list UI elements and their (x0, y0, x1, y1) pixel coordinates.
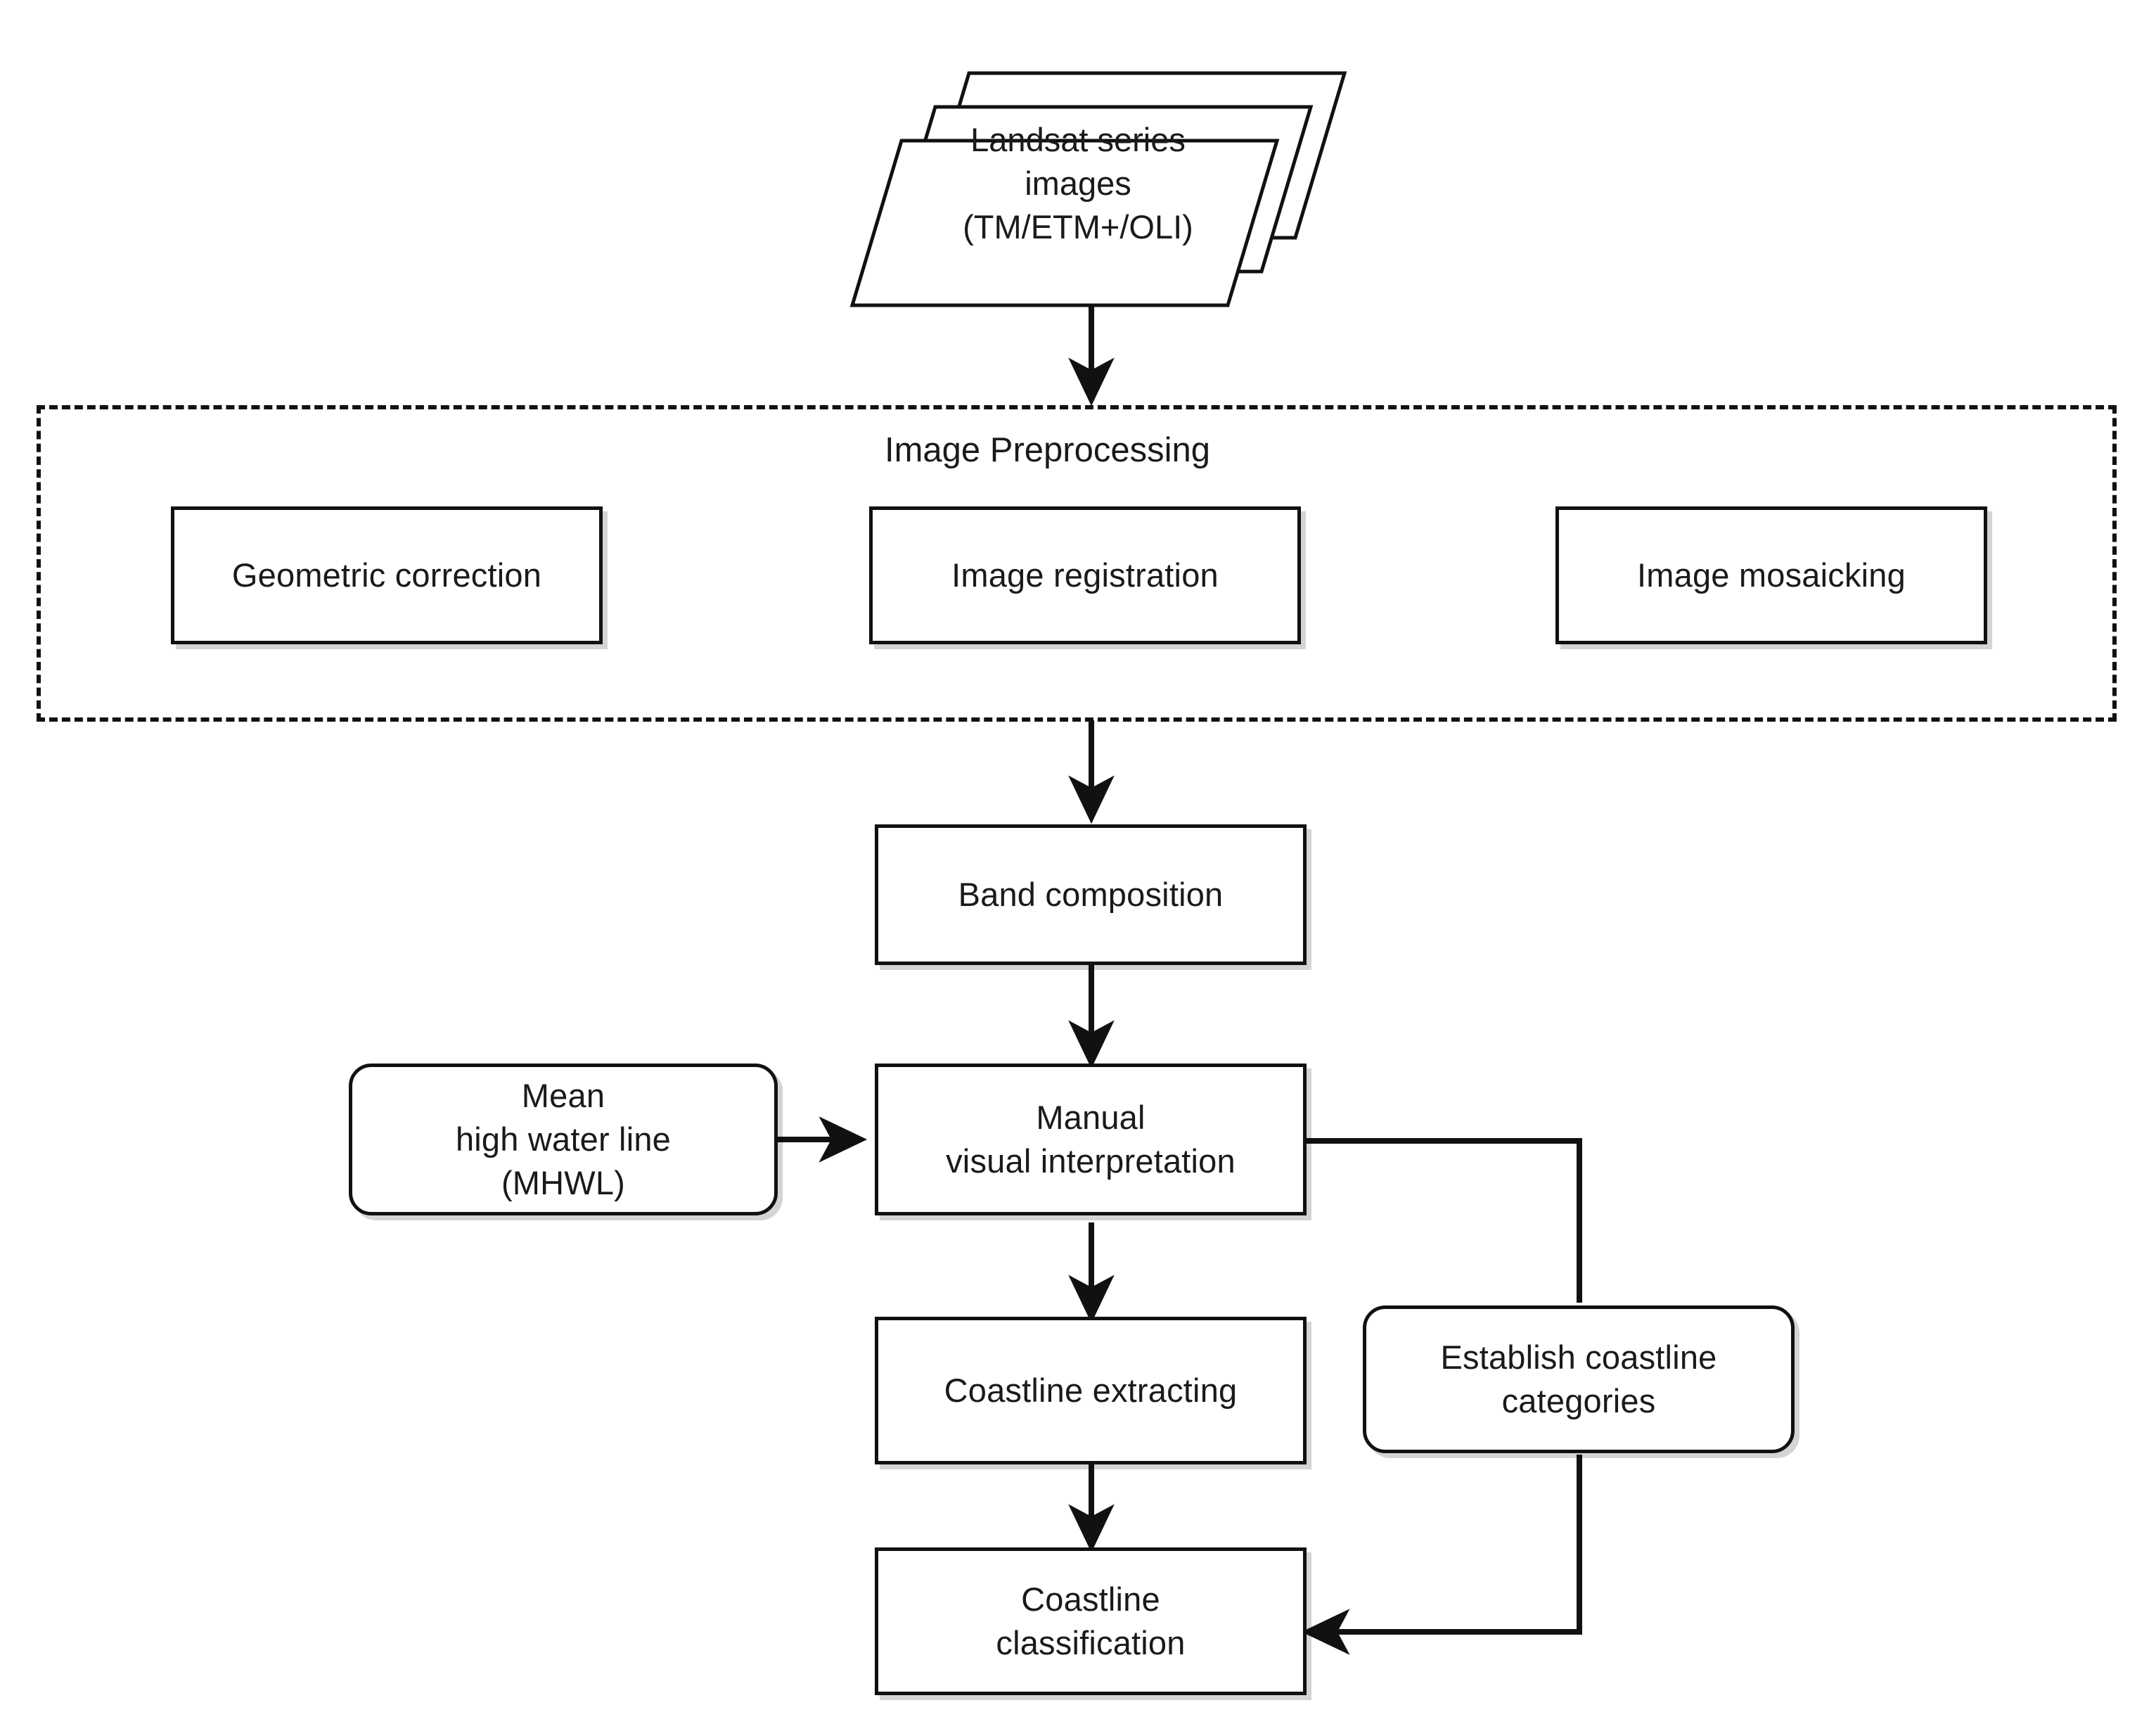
image-preprocessing-group (37, 405, 2117, 722)
band-composition-box[interactable]: Band composition (875, 824, 1307, 965)
landsat-source-label: Landsat series images (TM/ETM+/OLI) (963, 121, 1193, 246)
coastline-extracting-label: Coastline extracting (944, 1371, 1238, 1409)
preprocessing-box-image-mosaicking[interactable]: Image mosaicking (1555, 506, 1987, 644)
landsat-source-stack[interactable] (849, 6, 1349, 315)
preprocessing-box-label: Image registration (951, 556, 1219, 594)
wire-manual-to-categories (1307, 1138, 1582, 1303)
parallelogram-front (849, 139, 1280, 307)
manual-visual-interpretation-label: Manual visual interpretation (946, 1098, 1236, 1180)
establish-coastline-categories-label: Establish coastline categories (1440, 1338, 1717, 1419)
wire-categories-to-classification (1301, 1455, 1582, 1655)
preprocessing-box-geometric-correction[interactable]: Geometric correction (171, 506, 603, 644)
coastline-classification-label: Coastline classification (996, 1580, 1186, 1661)
establish-coastline-categories-box[interactable]: Establish coastline categories (1363, 1305, 1795, 1453)
manual-visual-interpretation-box[interactable]: Manual visual interpretation (875, 1064, 1307, 1215)
mean-high-water-line-label: Mean high water line (MHWL) (455, 1076, 672, 1202)
coastline-classification-box[interactable]: Coastline classification (875, 1547, 1307, 1695)
image-preprocessing-title: Image Preprocessing (885, 431, 1211, 469)
band-composition-label: Band composition (958, 875, 1224, 913)
preprocessing-box-label: Geometric correction (231, 556, 542, 594)
mean-high-water-line-box[interactable]: Mean high water line (MHWL) (349, 1064, 778, 1215)
preprocessing-box-label: Image mosaicking (1637, 556, 1906, 594)
coastline-extracting-box[interactable]: Coastline extracting (875, 1317, 1307, 1464)
preprocessing-box-image-registration[interactable]: Image registration (869, 506, 1301, 644)
